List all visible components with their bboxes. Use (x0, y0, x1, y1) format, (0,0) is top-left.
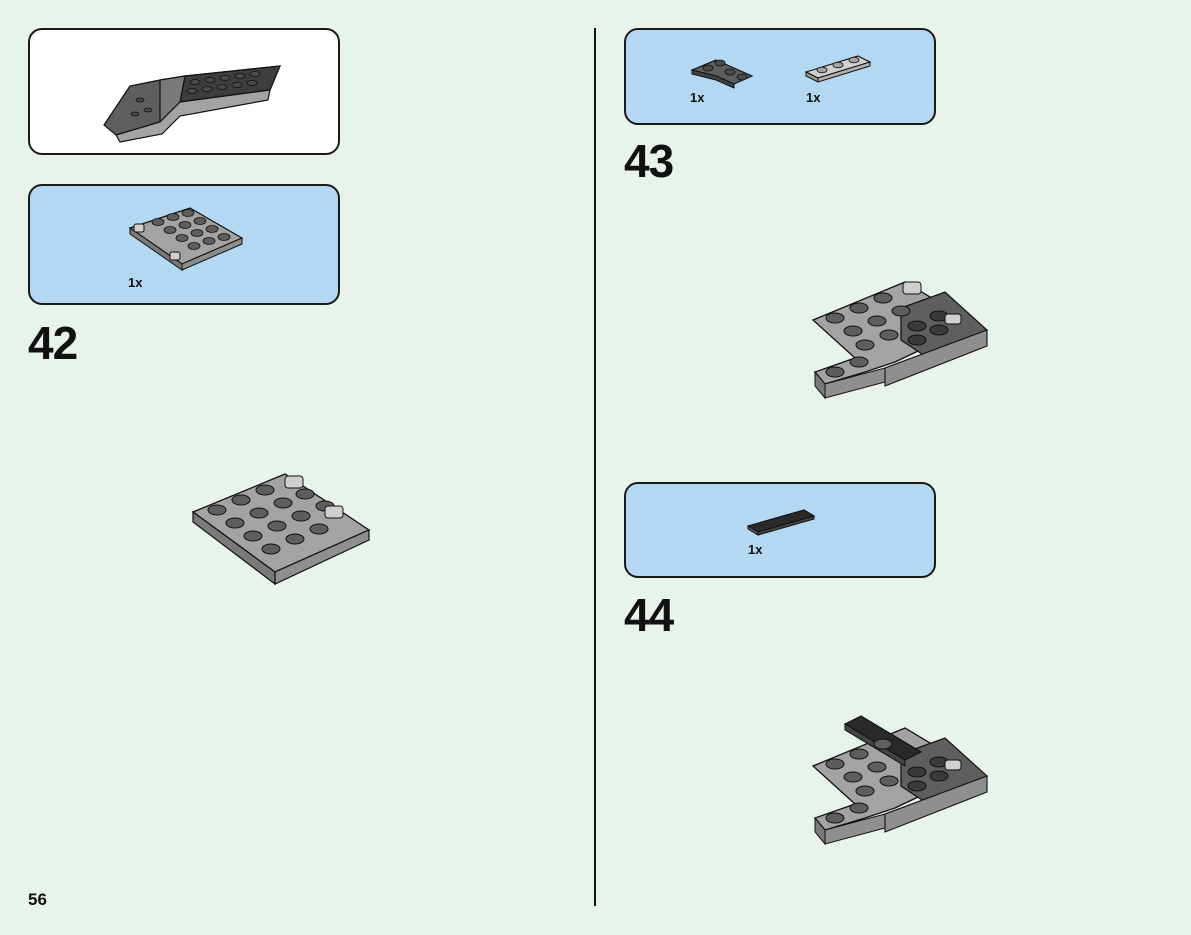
gray-hinge-plate-part-icon (128, 207, 244, 271)
step-42-build-illustration (191, 473, 371, 586)
part-quantity: 1x (806, 90, 821, 105)
part-quantity: 1x (690, 90, 705, 105)
subassembly-model-illustration (103, 65, 281, 143)
parts-list-step-42: 1x (28, 184, 340, 305)
subassembly-callout (28, 28, 340, 155)
step-44-build-illustration (811, 715, 989, 846)
gray-1x3-plate-part-icon (804, 55, 872, 83)
black-tile-part-icon (746, 509, 816, 536)
part-quantity: 1x (128, 275, 143, 290)
part-quantity: 1x (748, 542, 763, 557)
step-43-build-illustration (811, 281, 989, 400)
parts-list-step-43: 1x 1x (624, 28, 936, 125)
step-number-44: 44 (624, 589, 674, 641)
dark-gray-corner-plate-part-icon (690, 59, 754, 89)
parts-list-step-44: 1x (624, 482, 936, 578)
step-number-42: 42 (28, 317, 78, 369)
page-divider (594, 28, 596, 906)
page-number: 56 (28, 890, 47, 909)
step-number-43: 43 (624, 135, 674, 187)
